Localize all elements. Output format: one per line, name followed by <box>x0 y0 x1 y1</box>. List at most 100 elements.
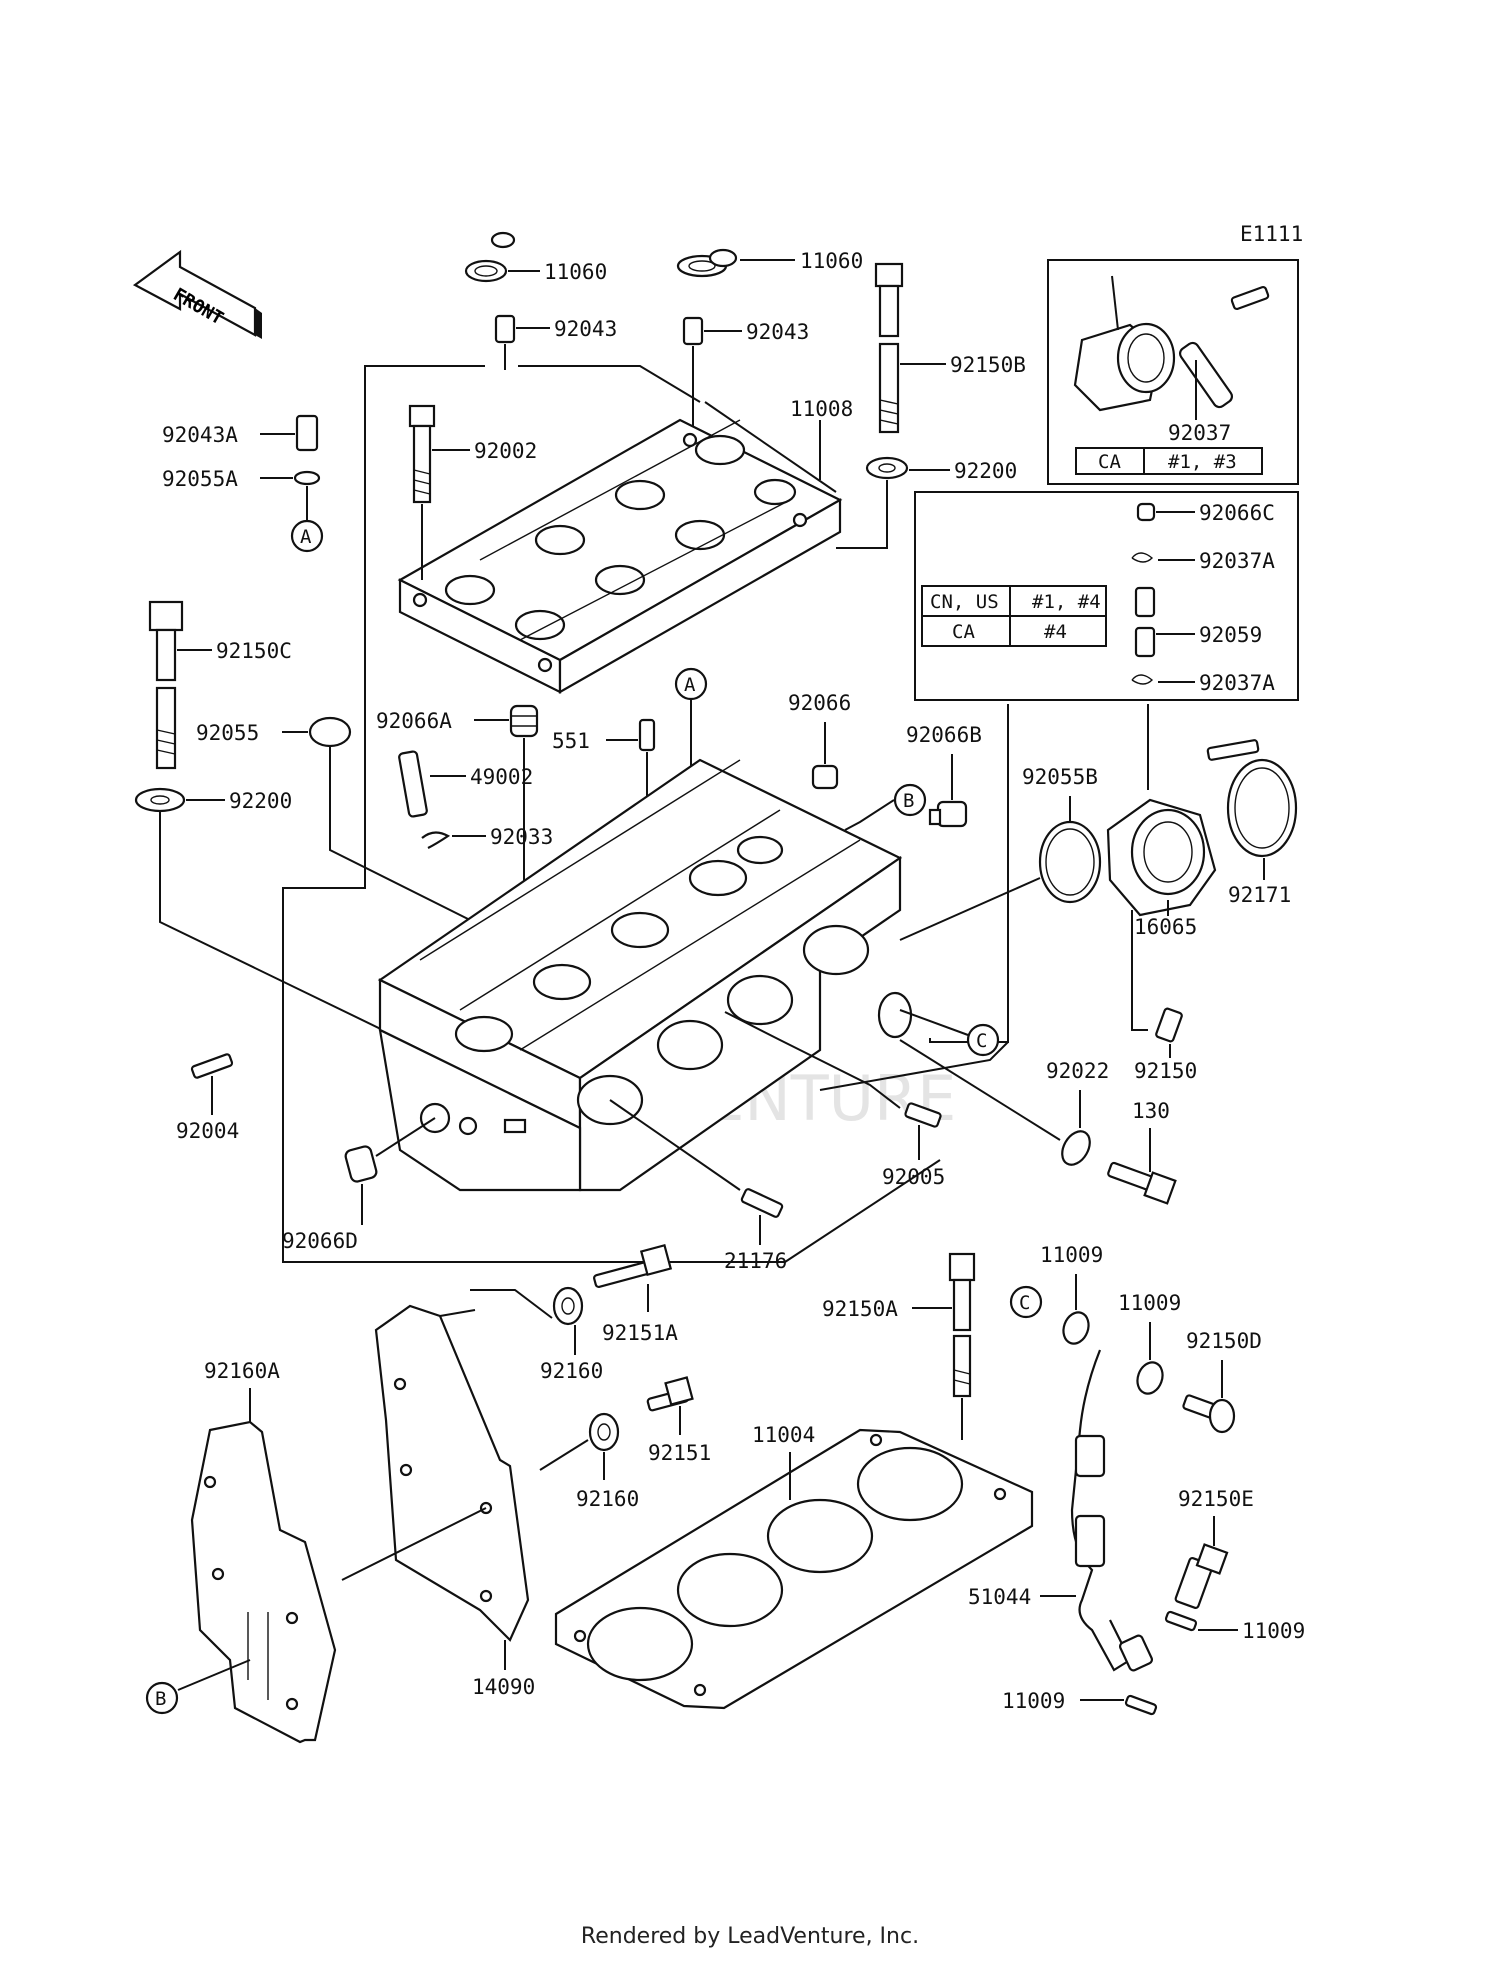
part-label-92160: 92160 <box>576 1487 639 1511</box>
part-label-92200: 92200 <box>229 789 292 813</box>
part-label-92005: 92005 <box>882 1165 945 1189</box>
ref-circle-C2: C <box>1009 1285 1043 1319</box>
table-cn-r2c2: #4 <box>1044 621 1067 643</box>
part-label-92150E: 92150E <box>1178 1487 1254 1511</box>
inset-box-92059 <box>914 491 1299 701</box>
screw-92150 <box>1155 1007 1183 1058</box>
ref-circle-B2: B <box>145 1681 179 1715</box>
part-label-92037A: 92037A <box>1199 671 1275 695</box>
part-label-49002: 49002 <box>470 765 533 789</box>
head-gasket-11004 <box>554 1428 1034 1710</box>
o-ring-11060-left <box>464 231 540 283</box>
bolt-92151 <box>646 1376 694 1435</box>
part-label-92171: 92171 <box>1228 883 1291 907</box>
bolt-92150B <box>874 262 946 434</box>
assembly-outline <box>282 365 1009 1263</box>
ref-label-C: C <box>1019 1292 1030 1314</box>
part-label-11009: 11009 <box>1118 1291 1181 1315</box>
inset-box-92037 <box>1047 259 1299 485</box>
part-label-11004: 11004 <box>752 1423 815 1447</box>
part-label-92059: 92059 <box>1199 623 1262 647</box>
o-ring-92055B <box>899 796 1102 941</box>
part-label-92150: 92150 <box>1134 1059 1197 1083</box>
part-label-92002: 92002 <box>474 439 537 463</box>
plug-92066D <box>344 1117 436 1225</box>
table-cn-us: CN, US #1, #4 CA #4 <box>921 585 1107 647</box>
part-label-92043: 92043 <box>554 317 617 341</box>
dowel-pin-92043A <box>260 414 319 452</box>
part-label-92066D: 92066D <box>282 1229 358 1253</box>
gasket-11009-right <box>1136 1322 1164 1395</box>
washer-92200-left <box>134 787 421 1049</box>
o-ring-92055A <box>260 470 321 520</box>
table-cn-r1c1: CN, US <box>930 591 999 613</box>
part-label-92004: 92004 <box>176 1119 239 1143</box>
ref-label-B: B <box>903 790 914 812</box>
plug-92066 <box>811 722 839 790</box>
pin-11009-right <box>1164 1610 1238 1632</box>
part-label-92055B: 92055B <box>1022 765 1098 789</box>
dowel-pin-92043-right <box>682 316 742 440</box>
part-label-92043: 92043 <box>746 320 809 344</box>
table-cn-r2c1: CA <box>952 621 975 643</box>
part-label-92066B: 92066B <box>906 723 982 747</box>
camshaft-holder <box>397 418 843 694</box>
plug-92066B <box>928 754 968 828</box>
part-label-16065: 16065 <box>1134 915 1197 939</box>
bolt-92150E <box>1174 1516 1229 1609</box>
part-label-21176: 21176 <box>724 1249 787 1273</box>
part-label-92066C: 92066C <box>1199 501 1275 525</box>
grommet-92160-top <box>470 1286 584 1355</box>
sensor-21176 <box>609 1099 784 1245</box>
washer-92200-top <box>836 456 950 549</box>
bolt-92150D <box>1182 1360 1236 1434</box>
cylinder-head <box>377 758 913 1192</box>
holder-16065 <box>1106 704 1217 1031</box>
front-arrow-icon: FRONT <box>132 249 262 339</box>
o-ring-92055 <box>282 716 471 921</box>
part-label-11008: 11008 <box>790 397 853 421</box>
diagram-code: E1111 <box>1240 222 1303 246</box>
part-label-11009: 11009 <box>1040 1243 1103 1267</box>
footer-credit: Rendered by LeadVenture, Inc. <box>580 1924 920 1949</box>
part-label-11060: 11060 <box>800 249 863 273</box>
clamp-92171 <box>1206 739 1298 880</box>
part-label-130: 130 <box>1132 1099 1170 1123</box>
part-label-92066A: 92066A <box>376 709 452 733</box>
gasket-11009-upper <box>1062 1274 1090 1345</box>
ref-label-C: C <box>976 1030 987 1052</box>
bolt-92151A <box>593 1243 673 1312</box>
part-label-92037A: 92037A <box>1199 549 1275 573</box>
o-ring-11060-right <box>676 248 795 278</box>
bolt-130 <box>1107 1128 1177 1205</box>
ref-circle-B: B <box>844 783 927 831</box>
part-label-51044: 51044 <box>968 1585 1031 1609</box>
ref-circle-C: C <box>899 1009 1000 1057</box>
part-label-11009: 11009 <box>1242 1619 1305 1643</box>
part-label-92022: 92022 <box>1046 1059 1109 1083</box>
part-label-92037: 92037 <box>1168 421 1231 445</box>
hose-51044 <box>1040 1349 1153 1672</box>
fitting-92005 <box>724 1011 942 1160</box>
table-cn-r1c2: #1, #4 <box>1032 591 1101 613</box>
part-label-92043A: 92043A <box>162 423 238 447</box>
stud-92004 <box>190 1053 234 1115</box>
part-label-14090: 14090 <box>472 1675 535 1699</box>
bolt-92150A <box>912 1252 976 1440</box>
dowel-pin-92043-left <box>494 314 550 370</box>
table-ca-col2: #1, #3 <box>1168 451 1237 473</box>
washer-92022 <box>899 1039 1091 1166</box>
ref-label-B: B <box>155 1688 166 1710</box>
part-label-11009: 11009 <box>1002 1689 1065 1713</box>
pin-11009-bottom <box>1080 1694 1158 1716</box>
table-ca-92037: CA #1, #3 <box>1075 447 1263 475</box>
clip-92033 <box>421 831 486 849</box>
bolt-92150C <box>148 600 212 770</box>
part-label-11060: 11060 <box>544 260 607 284</box>
part-label-551: 551 <box>552 729 590 753</box>
part-label-92055A: 92055A <box>162 467 238 491</box>
part-label-92066: 92066 <box>788 691 851 715</box>
part-label-92160A: 92160A <box>204 1359 280 1383</box>
valve-guide-49002 <box>398 750 466 818</box>
